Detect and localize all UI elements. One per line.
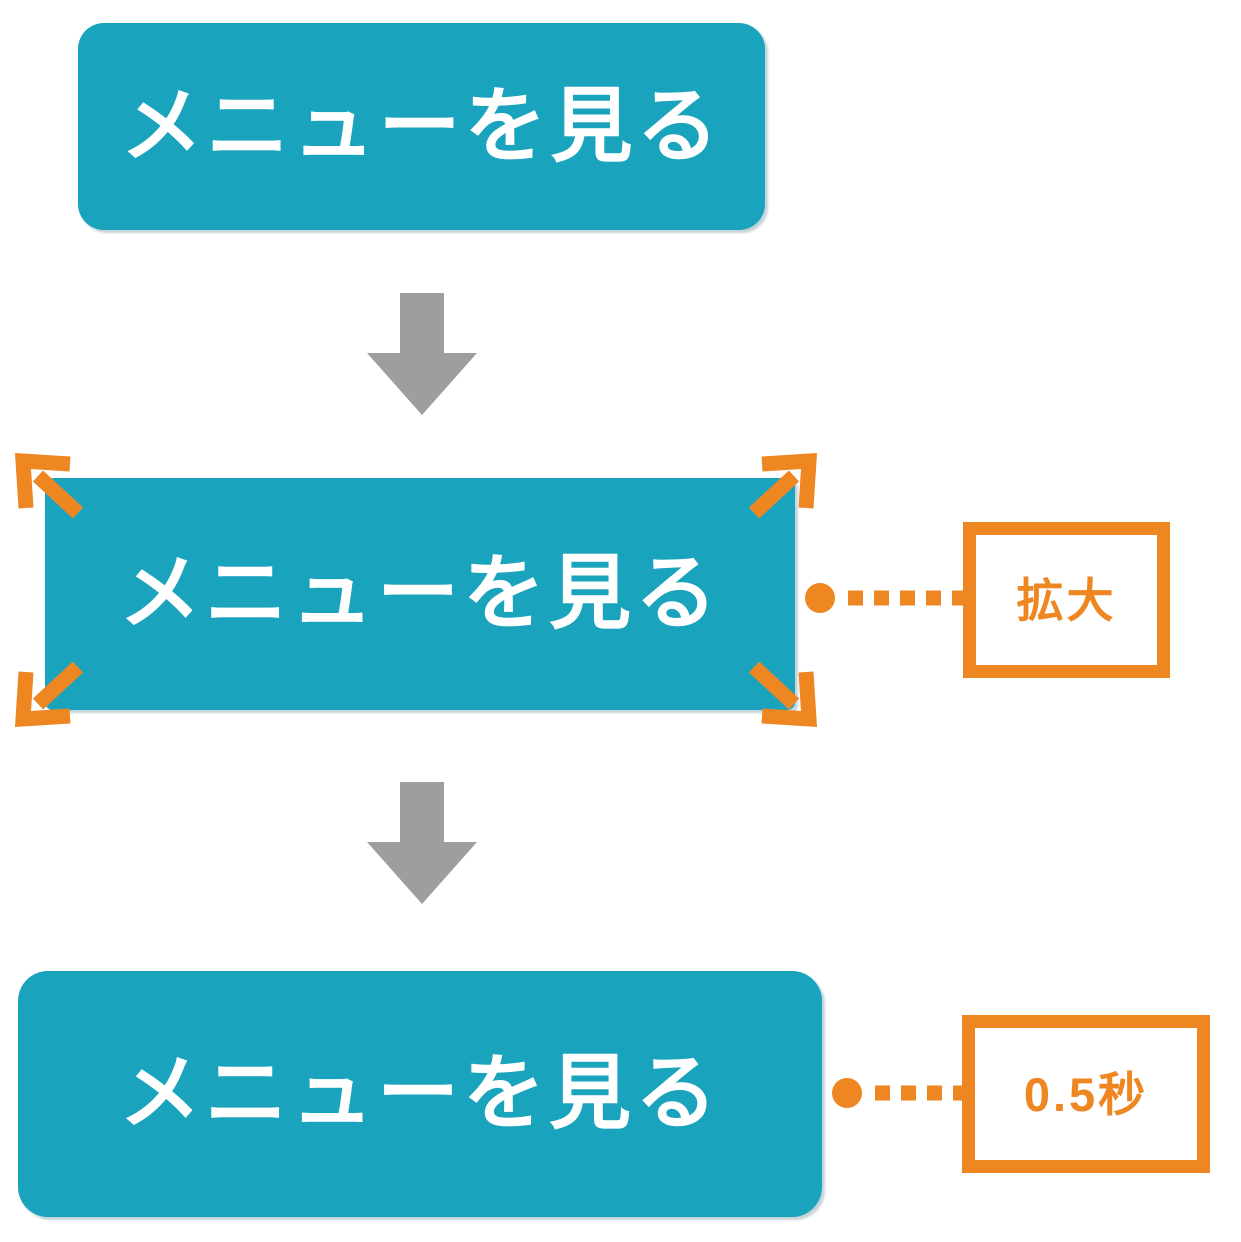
- callout-expand-label: 拡大: [1016, 573, 1117, 627]
- step-box-1: メニューを見る: [78, 23, 765, 230]
- step-3-label: メニューを見る: [118, 1048, 721, 1139]
- expand-arrow-icon: [748, 452, 818, 519]
- expand-arrow-icon: [14, 661, 84, 728]
- down-arrow-icon: [367, 782, 477, 904]
- step-1-label: メニューを見る: [120, 80, 723, 172]
- callout-box-expand: 拡大: [963, 522, 1170, 678]
- dotted-connector: [832, 1078, 963, 1108]
- callout-duration-label: 0.5秒: [1023, 1067, 1149, 1121]
- down-arrow-icon: [367, 293, 477, 415]
- step-box-2: メニューを見る: [45, 478, 795, 710]
- dotted-connector: [805, 583, 964, 613]
- expand-arrow-icon: [14, 452, 84, 519]
- step-2-label: メニューを見る: [118, 548, 721, 639]
- expand-arrow-icon: [748, 661, 818, 728]
- callout-box-duration: 0.5秒: [962, 1015, 1210, 1173]
- step-box-3: メニューを見る: [18, 971, 822, 1217]
